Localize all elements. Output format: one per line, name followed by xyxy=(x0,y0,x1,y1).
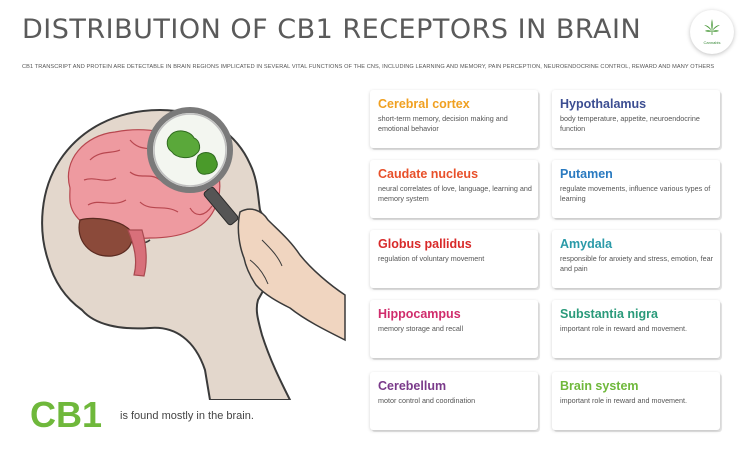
card-substantia-nigra: Substantia nigra important role in rewar… xyxy=(552,300,720,358)
card-title: Hypothalamus xyxy=(560,97,647,111)
card-title: Putamen xyxy=(560,167,613,181)
cannabis-leaf-icon xyxy=(704,19,720,35)
brainstem xyxy=(127,229,147,277)
card-desc: important role in reward and movement. xyxy=(560,396,688,405)
brain-illustration xyxy=(41,107,346,400)
receptor-cells xyxy=(166,130,218,175)
card-title: Brain system xyxy=(560,379,639,393)
card-desc: short-term memory, decision making and e… xyxy=(378,114,508,133)
card-cerebellum: Cerebellum motor control and coordinatio… xyxy=(370,372,538,430)
page-subtitle: CB1 transcript and protein are detectabl… xyxy=(22,64,715,70)
card-hypothalamus: Hypothalamus body temperature, appetite,… xyxy=(552,90,720,148)
card-caudate-nucleus: Caudate nucleus neural correlates of lov… xyxy=(370,160,538,218)
card-desc: regulation of voluntary movement xyxy=(378,254,485,263)
card-title: Cerebellum xyxy=(378,379,447,393)
card-desc: responsible for anxiety and stress, emot… xyxy=(560,254,714,273)
hand xyxy=(237,208,346,342)
card-amydala: Amydala responsible for anxiety and stre… xyxy=(552,230,720,288)
card-title: Caudate nucleus xyxy=(378,167,479,181)
card-title: Hippocampus xyxy=(378,307,461,321)
card-desc: memory storage and recall xyxy=(378,324,464,333)
card-title: Amydala xyxy=(560,237,613,251)
page-title: Distribution of CB1 receptors in brain xyxy=(22,14,642,45)
card-title: Cerebral cortex xyxy=(378,97,470,111)
cerebellum xyxy=(78,217,133,257)
card-title: Substantia nigra xyxy=(560,307,658,321)
card-desc: motor control and coordination xyxy=(378,396,476,405)
brand-logo: Cannabis xyxy=(690,10,734,54)
card-globus-pallidus: Globus pallidus regulation of voluntary … xyxy=(370,230,538,288)
card-title: Globus pallidus xyxy=(378,237,472,251)
card-cerebral-cortex: Cerebral cortex short-term memory, decis… xyxy=(370,90,538,148)
card-desc: important role in reward and movement. xyxy=(560,324,688,333)
card-brain-system: Brain system important role in reward an… xyxy=(552,372,720,430)
card-desc: body temperature, appetite, neuroendocri… xyxy=(560,114,700,133)
card-desc: neural correlates of love, language, lea… xyxy=(378,184,532,203)
cb1-label: CB1 xyxy=(30,394,103,435)
card-hippocampus: Hippocampus memory storage and recall xyxy=(370,300,538,358)
card-putamen: Putamen regulate movements, influence va… xyxy=(552,160,720,218)
card-desc: regulate movements, influence various ty… xyxy=(560,184,711,203)
logo-text: Cannabis xyxy=(703,40,721,45)
cb1-caption: is found mostly in the brain. xyxy=(120,410,254,422)
